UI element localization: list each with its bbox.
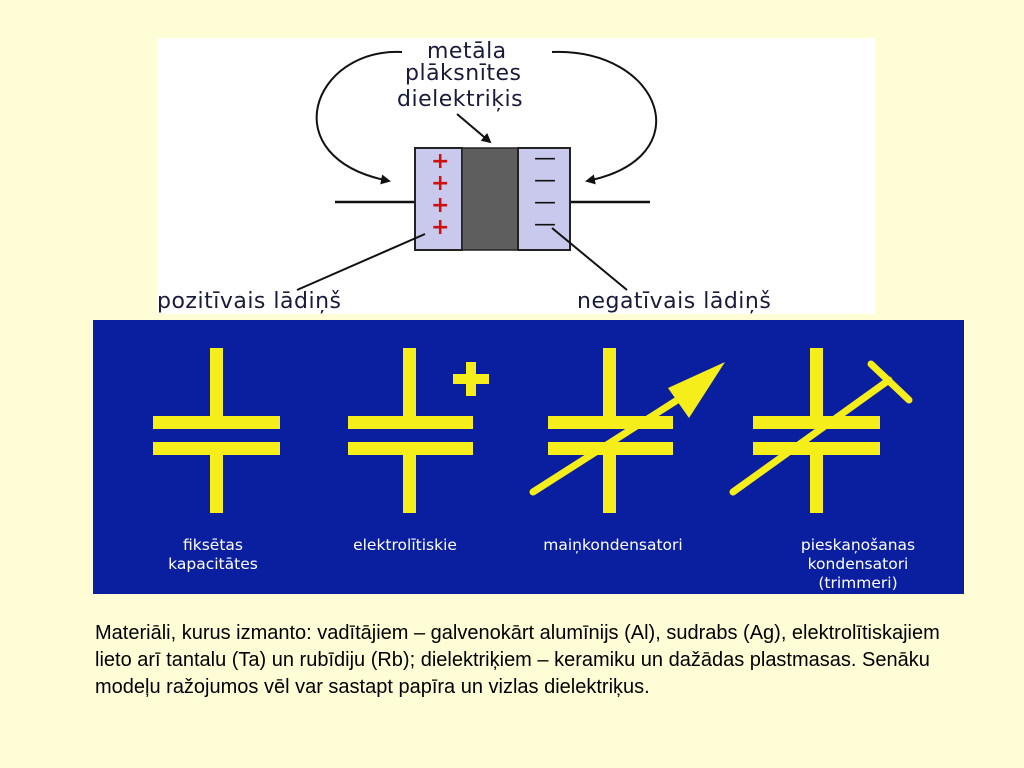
variable-capacitor-symbol (529, 348, 725, 513)
arrow-left-plate (315, 50, 403, 185)
symbol-label-trimmer-3: (trimmeri) (818, 574, 897, 592)
materials-description: Materiāli, kurus izmanto: vadītājiem – g… (95, 622, 940, 698)
symbol-label-electrolytic: elektrolītiskie (353, 536, 457, 554)
capacitor-symbols-svg: fiksētas kapacitātes elektrolītiskie mai… (153, 348, 915, 592)
label-positive-charge: pozitīvais lādiņš (157, 289, 341, 314)
trimmer-bar-icon (867, 360, 913, 404)
dielectric-block (461, 147, 519, 251)
trimmer-capacitor-symbol (729, 348, 913, 513)
label-dielectric: dielektriķis (397, 87, 523, 112)
symbol-label-trimmer-2: kondensatori (808, 555, 909, 573)
electrolytic-capacitor-symbol (348, 348, 489, 513)
label-negative-charge: negatīvais lādiņš (577, 289, 771, 314)
arrow-head-icon (668, 362, 725, 418)
plus-sign: + (431, 215, 449, 240)
capacitor-structure-svg: metāla plāksnītes dielektriķis + + + + (157, 39, 771, 314)
label-metal-plates-1: metāla (427, 39, 507, 64)
symbol-label-trimmer-1: pieskaņošanas (801, 536, 915, 554)
minus-sign: — (534, 146, 556, 171)
minus-sign: — (534, 168, 556, 193)
fixed-capacitor-symbol (153, 348, 280, 513)
negative-plate (517, 147, 571, 251)
symbol-label-fixed-2: kapacitātes (168, 555, 258, 573)
positive-plate (414, 147, 463, 251)
plus-signs: + + + + (431, 149, 449, 240)
label-metal-plates-2: plāksnītes (405, 61, 521, 86)
arrow-right-plate (551, 50, 658, 185)
plus-sign: + (431, 193, 449, 218)
minus-signs: — — — — (534, 146, 556, 237)
capacitor-symbols-panel: fiksētas kapacitātes elektrolītiskie mai… (93, 320, 964, 594)
plus-sign: + (431, 149, 449, 174)
pointer-negative (551, 227, 628, 291)
symbol-label-fixed-1: fiksētas (183, 536, 243, 554)
capacitor-structure-diagram: metāla plāksnītes dielektriķis + + + + (157, 38, 875, 314)
minus-sign: — (534, 190, 556, 215)
symbol-label-variable: maiņkondensatori (543, 536, 682, 554)
plus-sign: + (431, 171, 449, 196)
minus-sign: — (534, 212, 556, 237)
pointer-positive (296, 233, 426, 291)
arrow-dielectric (456, 113, 492, 144)
